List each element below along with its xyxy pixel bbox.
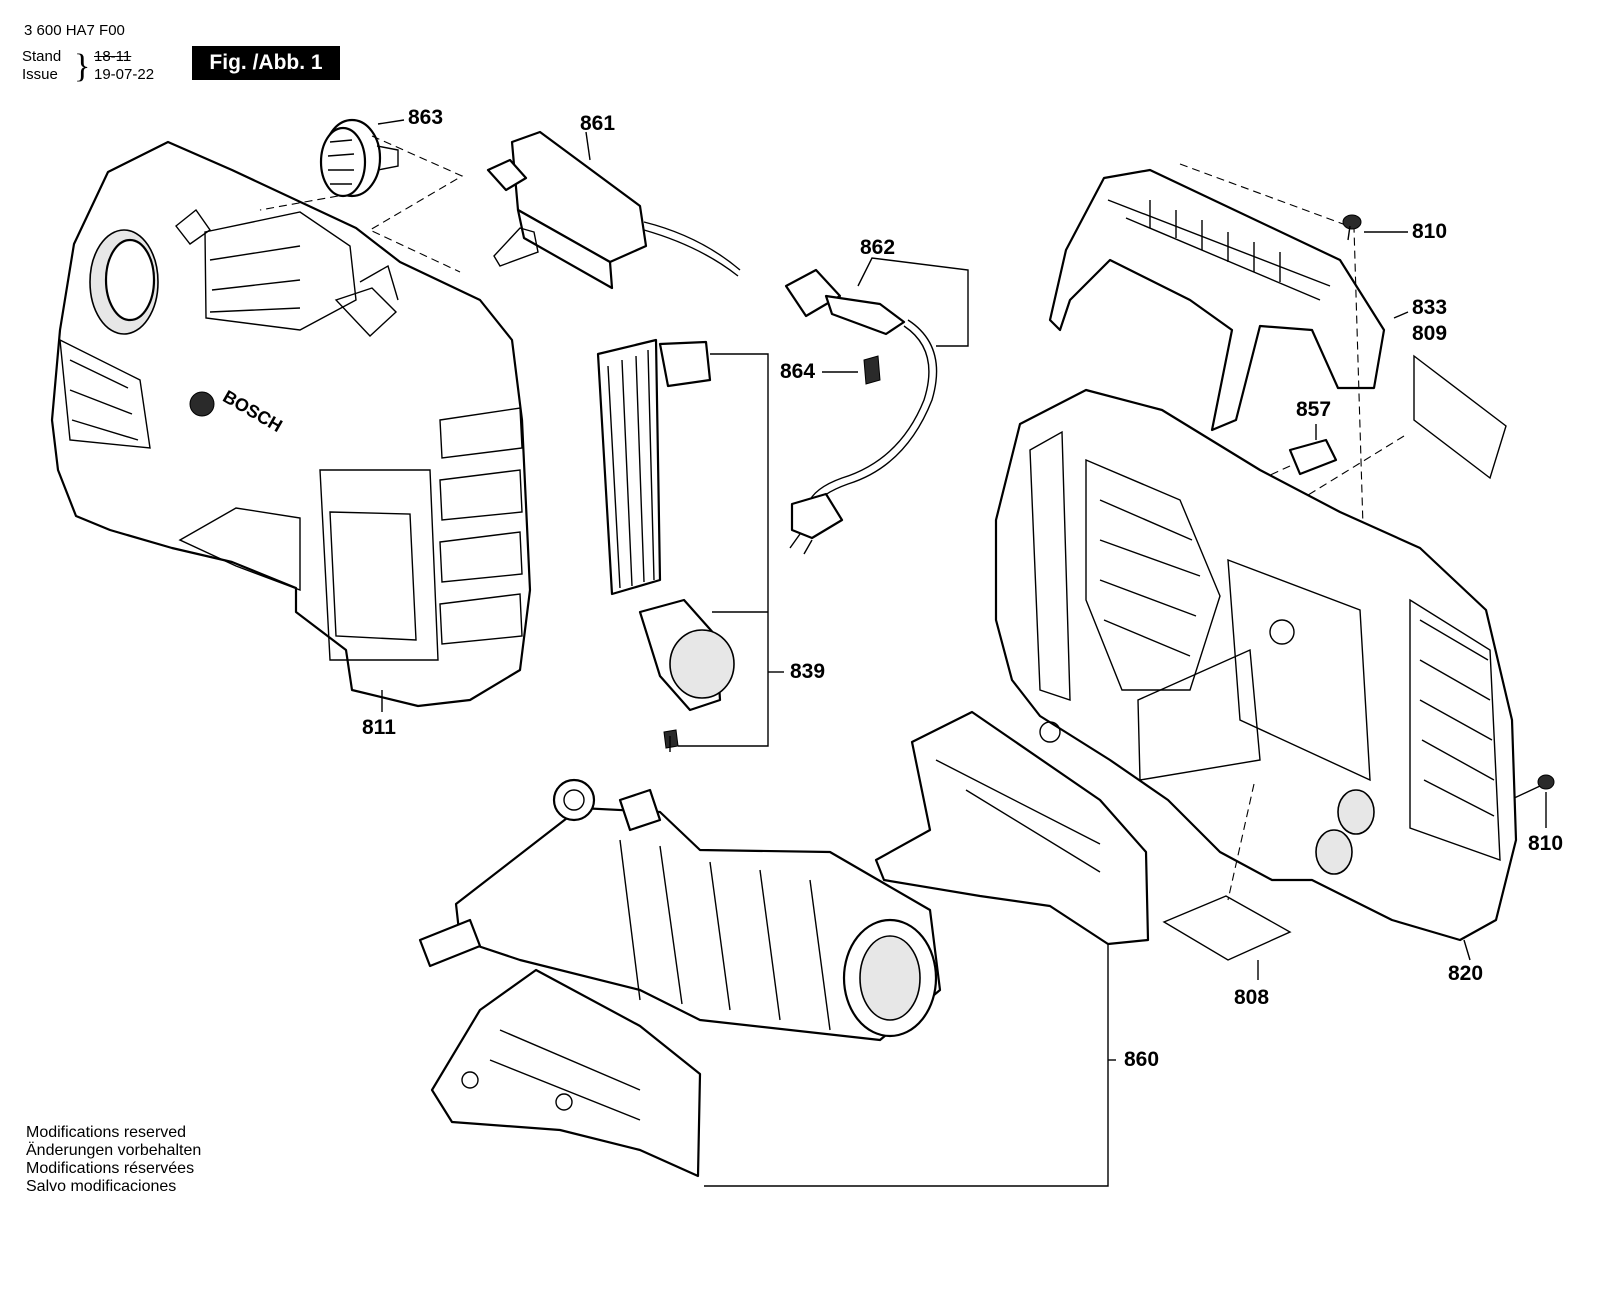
modification-notes: Modifications reserved Änderungen vorbeh… [26,1124,201,1196]
part-number-833: 833 [1412,296,1448,319]
document-code: 3 600 HA7 F00 [24,22,125,39]
issue-label: Issue [22,66,58,83]
screw-part-810-top [1342,214,1408,241]
cord-hook-part-839 [596,338,784,752]
motor-pump-assembly [418,778,942,1042]
note-de: Änderungen vorbehalten [26,1142,202,1159]
part-number-839: 839 [790,660,826,683]
part-number-810-right: 810 [1528,832,1564,855]
part-number-860: 860 [1124,1048,1160,1071]
part-number-810-top: 810 [1412,220,1448,243]
part-number-809: 809 [1412,322,1448,345]
part-number-863: 863 [408,106,444,129]
part-number-820: 820 [1448,962,1484,985]
label-part-808 [1162,783,1292,980]
stand-label: Stand [22,48,62,65]
screw-part-810-right [1509,774,1555,828]
figure-label: Fig. /Abb. 1 [192,46,340,80]
motor-cover-part-860 [430,710,1150,1187]
part-number-857: 857 [1296,398,1332,421]
label-part-809 [1299,311,1507,501]
part-number-808: 808 [1234,986,1270,1009]
switch-part-861 [486,130,741,290]
part-number-861: 861 [580,112,616,135]
part-number-811: 811 [362,716,396,739]
revision-brace: } [74,48,91,85]
part-number-864: 864 [780,360,816,383]
note-en: Modifications reserved [26,1124,187,1141]
revision-info: Stand Issue } 18-11 19-07-22 [22,48,154,84]
knob-part-863 [259,118,464,273]
part-number-862: 862 [860,236,896,259]
note-es: Salvo modificaciones [26,1178,177,1195]
issue-value: 19-07-22 [94,66,155,83]
housing-front-part-811: BOSCH [50,140,532,712]
note-fr: Modifications réservées [26,1160,195,1177]
housing-rear-part-820 [994,388,1518,961]
power-cable-part-862 [784,257,969,555]
stand-value: 18-11 [94,48,132,65]
